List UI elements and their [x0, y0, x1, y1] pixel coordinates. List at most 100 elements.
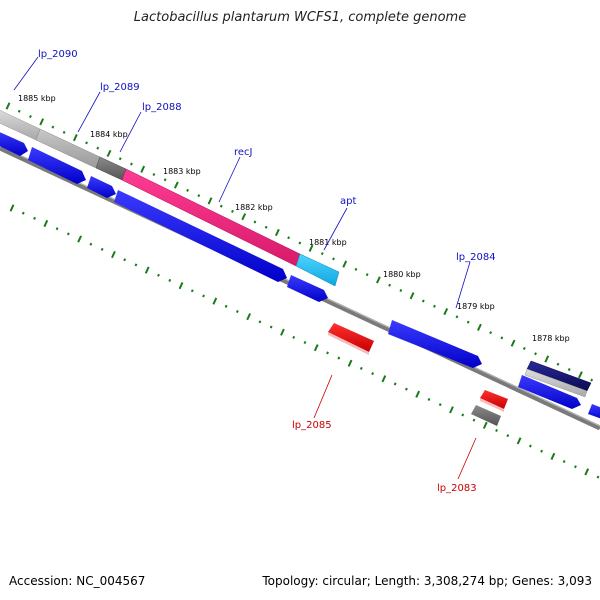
cds-arrow[interactable] [518, 375, 581, 409]
minor-tick [163, 178, 167, 182]
minor-tick [320, 252, 324, 256]
minor-tick [455, 315, 459, 319]
major-tick [544, 355, 550, 363]
minor-tick [96, 146, 100, 150]
cds-arrow[interactable] [388, 320, 482, 368]
minor-tick [157, 273, 160, 277]
gene-apt[interactable] [295, 253, 340, 287]
cds-arrow[interactable] [114, 190, 287, 282]
map-title: Lactobacillus plantarum WCFS1, complete … [133, 10, 467, 25]
major-tick [449, 406, 454, 414]
minor-tick [287, 236, 291, 240]
minor-tick [522, 346, 526, 350]
reverse-strand-features [328, 323, 508, 426]
major-tick [376, 276, 381, 284]
gene-label-lp-2090[interactable]: lp_2090 [38, 49, 78, 60]
minor-tick [421, 299, 425, 303]
minor-tick [365, 273, 369, 277]
minor-tick [62, 130, 66, 134]
minor-tick [298, 241, 302, 245]
minor-tick [264, 225, 268, 229]
major-tick [173, 181, 179, 189]
minor-tick [123, 258, 127, 262]
minor-tick [130, 162, 133, 166]
minor-tick [85, 141, 88, 145]
major-tick [482, 421, 488, 429]
major-tick [280, 328, 285, 336]
label-leaders [13, 56, 477, 480]
scale-labels: 1885 kbp 1884 kbp 1883 kbp 1882 kbp 1881… [18, 94, 570, 343]
gene-labels: lp_2090 lp_2089 lp_2088 recJ apt lp_2084… [38, 49, 496, 494]
cds-arrow[interactable] [28, 147, 86, 184]
major-tick [246, 313, 252, 321]
minor-tick [235, 309, 239, 313]
minor-tick [556, 362, 560, 366]
minor-tick [534, 352, 537, 356]
scale-label-1879: 1879 kbp [457, 302, 495, 311]
gene-light-1878[interactable] [524, 368, 588, 398]
minor-tick [202, 294, 205, 298]
gene-label-lp-2083[interactable]: lp_2083 [437, 483, 477, 494]
minor-tick [590, 378, 594, 382]
minor-tick [433, 304, 436, 308]
major-tick [178, 282, 184, 290]
minor-tick [562, 460, 566, 464]
cds-arrow[interactable] [87, 176, 116, 198]
cds-arrow[interactable] [287, 275, 328, 302]
major-tick [409, 292, 415, 300]
leader-lp-2083 [457, 437, 477, 480]
gene-label-lp-2085[interactable]: lp_2085 [292, 420, 332, 431]
minor-tick [224, 304, 228, 308]
gene-lp-2083[interactable] [480, 390, 508, 409]
minor-tick [190, 289, 194, 293]
minor-tick [354, 267, 358, 271]
scale-label-1884: 1884 kbp [90, 130, 128, 139]
gene-lp-2085[interactable] [328, 323, 374, 352]
major-tick [313, 344, 319, 352]
minor-tick [21, 211, 25, 215]
gene-label-lp-2088[interactable]: lp_2088 [142, 102, 182, 113]
accession-text: Accession: NC_004567 [9, 574, 146, 588]
major-tick [415, 390, 421, 398]
major-tick [39, 118, 45, 126]
gene-label-apt[interactable]: apt [340, 196, 356, 207]
leader-lp-2089 [77, 91, 101, 133]
forward-scale-ticks [5, 102, 594, 382]
minor-tick [528, 444, 532, 448]
major-tick [578, 371, 583, 379]
reverse-scale-ticks [9, 204, 600, 479]
minor-tick [472, 418, 476, 422]
gene-label-lp-2084[interactable]: lp_2084 [456, 252, 496, 263]
minor-tick [461, 413, 465, 417]
minor-tick [118, 157, 122, 161]
scale-ticks [5, 102, 600, 479]
major-tick [347, 359, 353, 367]
minor-tick [303, 341, 307, 345]
minor-tick [438, 403, 442, 407]
cds-arrow[interactable] [0, 130, 28, 156]
major-tick [443, 307, 449, 316]
gene-label-lp-2089[interactable]: lp_2089 [100, 82, 140, 93]
minor-tick [219, 204, 223, 208]
major-tick [477, 323, 482, 331]
gene-lp-2088[interactable] [95, 156, 127, 181]
minor-tick [253, 220, 257, 224]
gene-label-recJ[interactable]: recJ [234, 147, 253, 158]
leader-lp-2090 [13, 56, 39, 91]
major-tick [342, 260, 348, 268]
major-tick [140, 165, 146, 173]
major-tick [274, 228, 280, 237]
gene-lp-2083-shade [480, 398, 504, 412]
major-tick [212, 297, 218, 305]
minor-tick [292, 335, 296, 339]
minor-tick [500, 336, 504, 340]
minor-tick [152, 173, 156, 177]
cds-arrow[interactable] [588, 404, 600, 420]
gene-gray-lp-2083[interactable] [471, 405, 501, 426]
minor-tick [332, 257, 335, 261]
major-tick [241, 213, 247, 221]
scale-label-1883: 1883 kbp [163, 167, 201, 176]
minor-tick [134, 263, 138, 267]
scale-label-1885: 1885 kbp [18, 94, 56, 103]
